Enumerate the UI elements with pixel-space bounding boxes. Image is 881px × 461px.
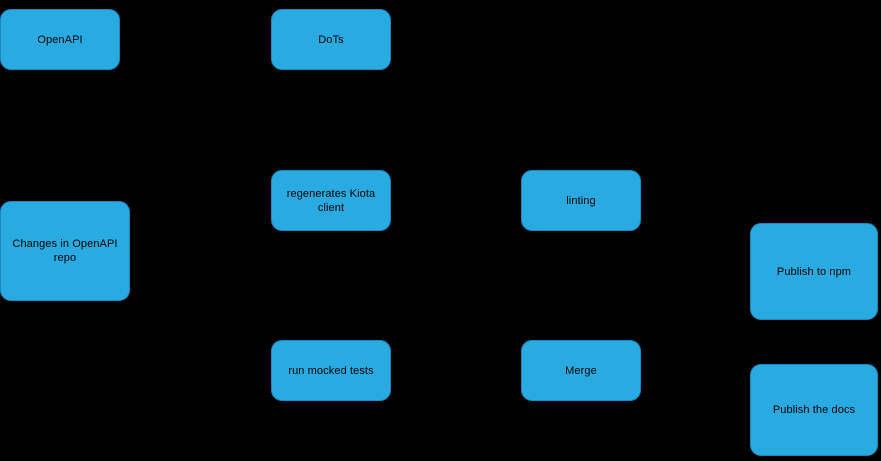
node-publish-to-npm[interactable]: Publish to npm bbox=[750, 223, 878, 320]
node-openapi[interactable]: OpenAPI bbox=[0, 9, 120, 70]
node-run-mocked-tests[interactable]: run mocked tests bbox=[271, 340, 391, 401]
node-publish-the-docs[interactable]: Publish the docs bbox=[750, 364, 878, 456]
node-label: linting bbox=[566, 194, 596, 207]
node-linting[interactable]: linting bbox=[521, 170, 641, 231]
node-label: run mocked tests bbox=[288, 364, 374, 377]
node-label: Merge bbox=[565, 364, 597, 377]
node-merge[interactable]: Merge bbox=[521, 340, 641, 401]
node-changes-in-openapi-repo[interactable]: Changes in OpenAPI repo bbox=[0, 201, 130, 301]
node-regenerates-kiota-client[interactable]: regenerates Kiota client bbox=[271, 170, 391, 231]
node-label: Publish the docs bbox=[772, 404, 856, 416]
node-label: OpenAPI bbox=[37, 33, 83, 46]
node-dots[interactable]: DoTs bbox=[271, 9, 391, 70]
node-label: DoTs bbox=[318, 33, 344, 46]
node-label: Publish to npm bbox=[776, 265, 852, 278]
node-label: Changes in OpenAPI repo bbox=[12, 238, 118, 264]
node-label: regenerates Kiota client bbox=[286, 187, 376, 214]
